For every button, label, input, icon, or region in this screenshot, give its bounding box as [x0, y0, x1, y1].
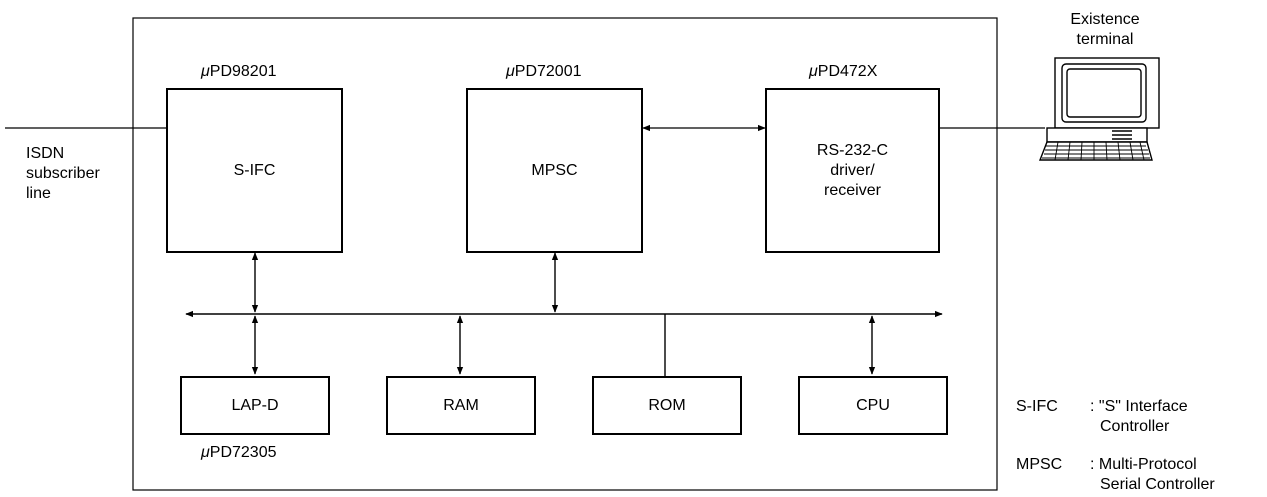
lapd-chip: LAP-D [180, 376, 330, 435]
mpsc-chip: MPSC [466, 88, 643, 253]
isdn-label: ISDN subscriber line [26, 144, 100, 204]
rs232-label-line-1: RS-232-C [816, 141, 889, 159]
legend-abbr-sifc: S-IFC [1016, 398, 1058, 415]
terminal-label: Existence terminal [1050, 10, 1160, 50]
sifc-part-number: μPD98201 [201, 63, 277, 80]
legend-def-sifc: : "S" Interface Controller [1090, 398, 1188, 435]
rs232-label-line-3: receiver [824, 181, 881, 199]
cpu-label: CPU [856, 396, 890, 414]
lapd-part-number: μPD72305 [201, 444, 277, 461]
rom-chip: ROM [592, 376, 742, 435]
isdn-label-line-3: line [26, 185, 51, 202]
sifc-chip: S-IFC [166, 88, 343, 253]
terminal-label-line-1: Existence [1070, 11, 1140, 28]
ram-chip: RAM [386, 376, 536, 435]
legend-abbr-mpsc: MPSC [1016, 456, 1063, 473]
isdn-label-line-1: ISDN [26, 145, 65, 162]
sifc-label: S-IFC [233, 161, 276, 179]
isdn-label-line-2: subscriber [26, 165, 100, 182]
rs232-label-line-2: driver/ [830, 161, 875, 179]
terminal-icon [1038, 57, 1160, 161]
terminal-label-line-2: terminal [1076, 31, 1134, 48]
lapd-label: LAP-D [231, 396, 279, 414]
rs232-chip: RS-232-C driver/ receiver [765, 88, 940, 253]
rs232-part-number: μPD472X [809, 63, 878, 80]
rs232-label: RS-232-C driver/ receiver [817, 141, 888, 201]
rom-label: ROM [648, 396, 686, 414]
ram-label: RAM [443, 396, 479, 414]
cpu-chip: CPU [798, 376, 948, 435]
legend-def-mpsc: : Multi-Protocol Serial Controller [1090, 456, 1215, 493]
mpsc-part-number: μPD72001 [506, 63, 582, 80]
board-outline [132, 17, 998, 491]
mpsc-label: MPSC [531, 161, 578, 179]
